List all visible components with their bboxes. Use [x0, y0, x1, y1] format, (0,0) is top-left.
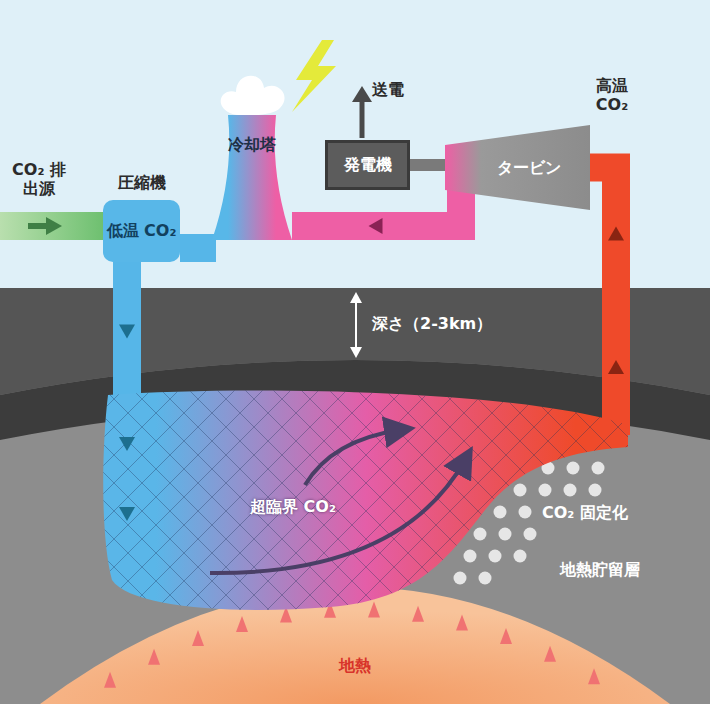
flow-arrow	[210, 460, 465, 573]
fixation-dot	[564, 484, 577, 497]
fixation-dot	[589, 484, 602, 497]
heat-triangle	[148, 649, 160, 665]
heat-triangle	[104, 672, 116, 688]
cooling-tower: 冷却塔	[212, 115, 292, 240]
geothermal-heat	[40, 587, 670, 704]
flow-arrow	[119, 507, 135, 521]
arrow-head	[608, 226, 624, 240]
arrow-head	[608, 360, 624, 374]
flow-arrow	[46, 217, 62, 235]
box-text: タービン	[497, 158, 561, 177]
pipe-connector	[119, 262, 135, 399]
source-label: CO₂ 排出源	[8, 160, 70, 198]
heat-triangle	[368, 601, 380, 617]
fixation-dot	[514, 484, 527, 497]
box-text: 冷却塔	[228, 135, 276, 154]
fixation-dot	[514, 550, 527, 563]
flow-arrow	[305, 430, 400, 485]
fixation-dot	[464, 550, 477, 563]
fixation-dot	[524, 528, 537, 541]
depth-arrow	[350, 292, 362, 303]
heat-triangle	[500, 628, 512, 644]
pipe	[590, 168, 616, 436]
box-text: 低温 CO₂	[104, 221, 180, 240]
power-arrow	[352, 86, 372, 102]
turbine-body	[445, 125, 590, 210]
fixation-dot	[499, 528, 512, 541]
pipe	[292, 187, 461, 226]
power-label: 送電	[372, 80, 432, 99]
fixation-dot	[474, 528, 487, 541]
pipe	[410, 159, 445, 171]
heading: 圧縮機	[118, 173, 166, 192]
supercritical-region: 超臨界 CO₂	[100, 385, 630, 615]
pipe	[180, 234, 216, 262]
reservoir-label: 地熱貯留層	[560, 560, 680, 579]
arrow-head	[369, 218, 383, 234]
power-arrow	[360, 100, 365, 138]
fixation-dot	[539, 484, 552, 497]
turbine-shape: タービン	[445, 125, 590, 210]
heat-triangle	[544, 646, 556, 662]
region-fill	[103, 390, 628, 610]
depth-label: 深さ（2-3km）	[372, 314, 532, 333]
region-text: 超臨界 CO₂	[250, 497, 336, 516]
heat-label: 地熱	[320, 656, 390, 675]
pipe-connector	[410, 165, 445, 166]
pipe-connector	[180, 248, 216, 249]
fixation-dot	[489, 550, 502, 563]
flow-arrow	[28, 223, 48, 229]
fixation-dot	[454, 572, 467, 585]
fixation-dot	[567, 462, 580, 475]
pipe-connector	[292, 187, 461, 234]
fixation-label: CO₂ 固定化	[542, 503, 652, 522]
compressor-box: 圧縮機低温 CO₂	[103, 200, 180, 262]
heat-triangle	[412, 606, 424, 622]
pipe	[113, 262, 141, 399]
heat-triangle	[456, 614, 468, 630]
heat-triangle	[236, 616, 248, 632]
flow-arrow	[119, 437, 135, 451]
generator-box: 発電機	[325, 140, 410, 190]
heat-triangles	[104, 601, 600, 687]
hatching	[103, 390, 628, 610]
tower-outline	[212, 115, 292, 240]
region-outline	[100, 385, 630, 615]
fixation-dot	[592, 462, 605, 475]
depth-arrow	[355, 300, 357, 350]
fixation-dot	[519, 506, 532, 519]
lightning-symbol	[292, 40, 336, 112]
hot-co2-label: 高温 CO₂	[584, 76, 640, 114]
fixation-dot	[479, 572, 492, 585]
pipe-connector	[590, 168, 624, 436]
depth-arrow	[350, 347, 362, 358]
tower-body	[212, 115, 292, 240]
fixation-dot	[494, 506, 507, 519]
source-pipe	[0, 212, 106, 240]
arrow-head	[119, 325, 135, 339]
heat-triangle	[192, 630, 204, 646]
steam-cloud	[221, 76, 285, 116]
heat-triangle	[588, 668, 600, 684]
box-text: 発電機	[344, 155, 392, 174]
